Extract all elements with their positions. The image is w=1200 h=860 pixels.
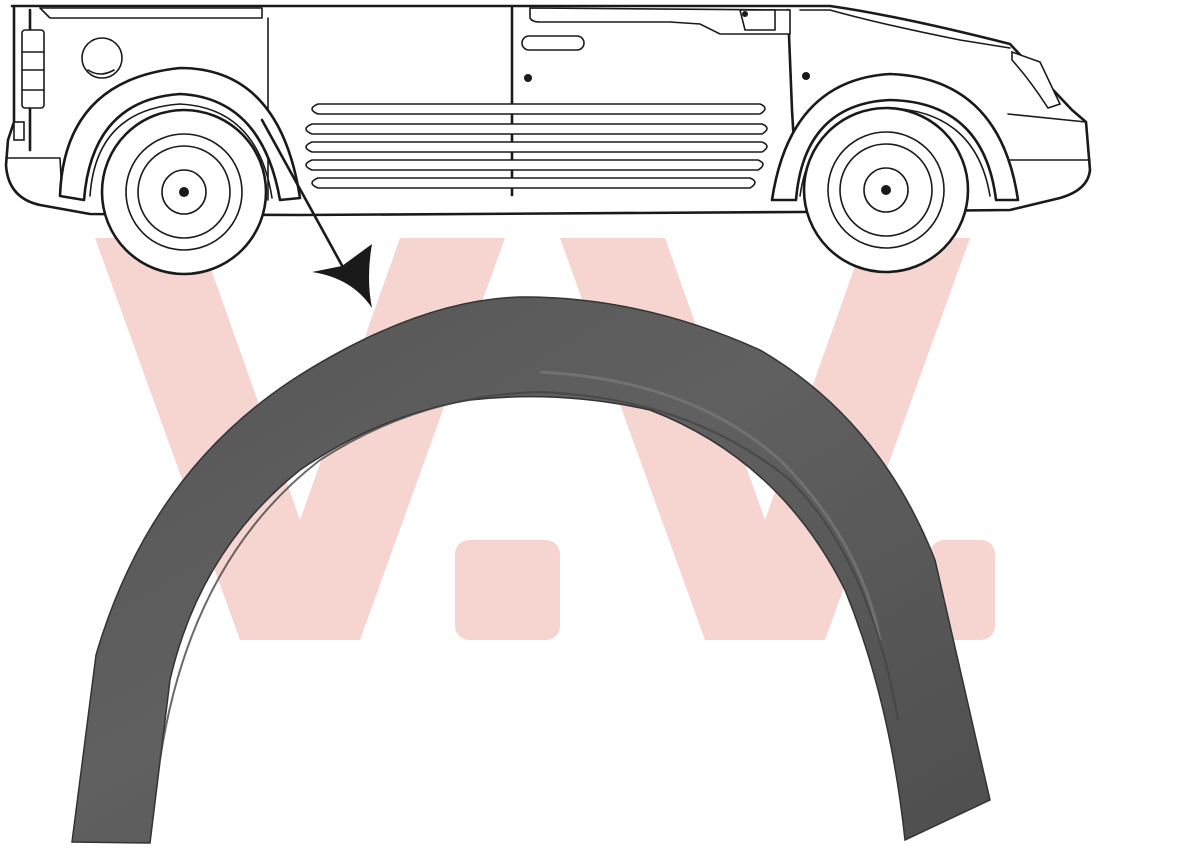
front-wheel: [802, 106, 970, 274]
rear-reflector: [13, 121, 25, 141]
front-wheel-arch-outline: [770, 72, 1020, 202]
rear-wheel: [100, 108, 268, 276]
door-lock: [524, 74, 532, 82]
front-headlight: [1011, 50, 1062, 109]
fuel-cap: [81, 37, 123, 79]
side-window: [529, 7, 791, 35]
front-window: [799, 9, 1011, 49]
side-moulding-strips: [305, 103, 768, 189]
arch-trim-highlight: [539, 370, 882, 641]
wheel-arch-trim: [71, 296, 991, 844]
arch-trim-inner-edge: [159, 390, 899, 761]
tail-lights: [21, 29, 45, 109]
front-bumper: [1007, 113, 1091, 161]
mirror: [738, 9, 776, 31]
door-handle: [521, 35, 585, 51]
rear-wheel-arch-outline: [58, 66, 302, 202]
arrow-head: [312, 244, 372, 308]
watermark-dot-left: [455, 540, 560, 640]
roof-line: [39, 7, 263, 19]
vehicle-side-view: [4, 4, 1092, 276]
arch-trim-body: [71, 296, 991, 844]
pointer-arrow: [260, 118, 372, 308]
